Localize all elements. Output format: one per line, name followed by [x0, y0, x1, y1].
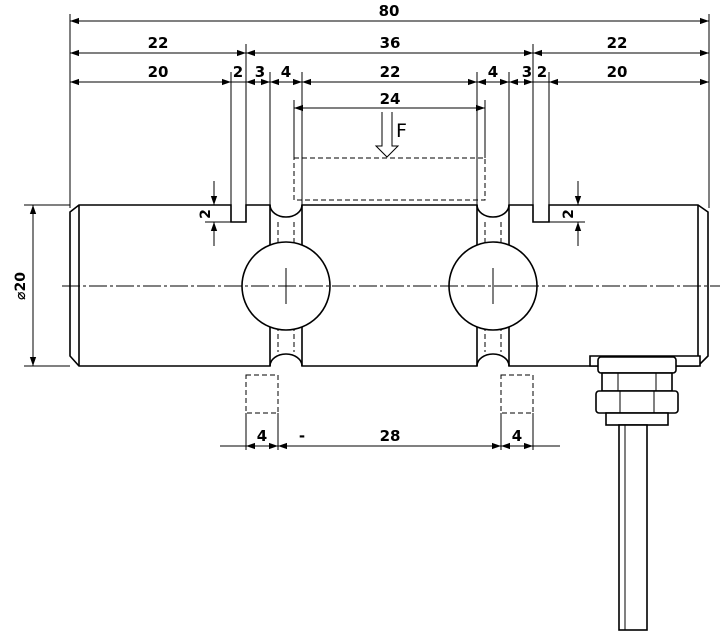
dim-overall-length: 80	[379, 2, 400, 20]
dim-top-right-span: 22	[607, 34, 628, 52]
shaft-body	[69, 204, 709, 367]
dim-middle-span: 36	[380, 34, 401, 52]
dim-load-width: 24	[380, 90, 401, 108]
bottom-supports: 4 - 28 4	[220, 374, 560, 450]
dim-right-end: 20	[607, 63, 628, 81]
dim-left-end: 20	[148, 63, 169, 81]
groove-depth-dims: 2 2	[198, 181, 585, 246]
load-area	[293, 157, 486, 201]
dim-bottom-left-support: 4	[257, 427, 267, 445]
dim-bottom-marker: -	[299, 427, 305, 445]
dim-top-left-span: 22	[148, 34, 169, 52]
dim-right-groove: 2	[537, 63, 547, 81]
left-support-outline	[245, 374, 279, 414]
dim-left-gap: 3	[255, 63, 265, 81]
dim-bottom-right-support: 4	[512, 427, 522, 445]
cable-gland	[589, 355, 701, 631]
dim-left-neck: 4	[281, 63, 291, 81]
dim-left-groove-depth: 2	[198, 209, 214, 219]
dimension-lines-top	[70, 17, 709, 112]
dim-center-section: 22	[380, 63, 401, 81]
dim-support-spacing: 28	[380, 427, 401, 445]
cable	[618, 424, 648, 631]
force-label: F	[396, 120, 407, 142]
dimension-labels-top: 80 22 36 22 20 2 3 4 22 4 3 2 20 24	[148, 2, 628, 108]
dim-right-neck: 4	[488, 63, 498, 81]
dim-right-groove-depth: 2	[561, 209, 577, 219]
dim-right-gap: 3	[522, 63, 532, 81]
dim-left-groove: 2	[233, 63, 243, 81]
dim-diameter: ⌀20	[13, 272, 29, 300]
force-arrow: F	[374, 112, 407, 158]
diameter-dim: ⌀20	[13, 204, 70, 367]
right-support-outline	[500, 374, 534, 414]
load-pad-outline	[293, 157, 486, 201]
